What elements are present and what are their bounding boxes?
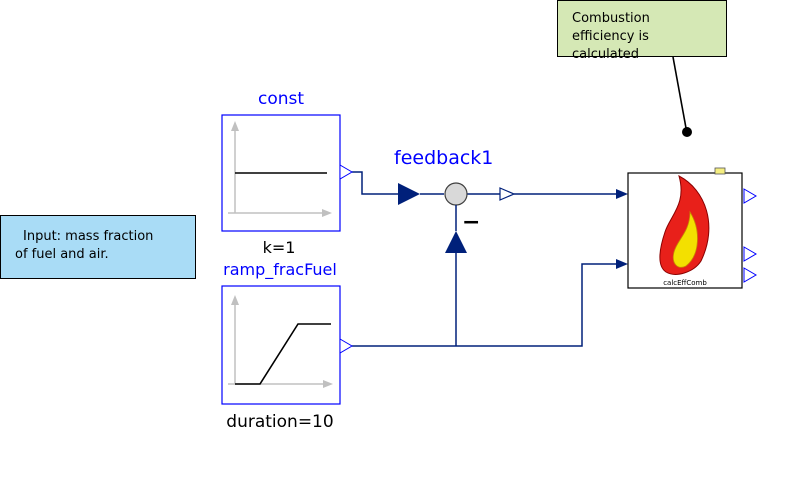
annotation-pointer-dot	[682, 127, 692, 137]
feedback-block[interactable]: feedback1 −	[394, 147, 516, 253]
ramp-parameter-label: duration=10	[226, 412, 333, 432]
feedback-name-label: feedback1	[394, 147, 493, 169]
feedback-input-u1-port[interactable]	[398, 183, 420, 205]
const-name-label: const	[258, 89, 304, 109]
combustion-efficiency-note: Combustion efficiency is calculated	[557, 0, 727, 62]
comb-output-port-3[interactable]	[743, 267, 757, 283]
connection-ramp-to-comb[interactable]	[352, 263, 616, 347]
const-output-port[interactable]	[339, 164, 353, 180]
comb-input-port-2[interactable]	[616, 259, 628, 269]
flame-icon	[659, 175, 710, 275]
note-left-line-2: of fuel and air.	[15, 247, 109, 262]
note-top-line-2: calculated	[572, 47, 640, 62]
feedback-minus-sign: −	[462, 210, 480, 235]
comb-output-port-1[interactable]	[743, 188, 757, 204]
comb-output-port-2[interactable]	[743, 246, 757, 262]
connections	[352, 171, 616, 347]
const-parameter-label: k=1	[263, 238, 296, 257]
comb-input-port-1[interactable]	[616, 189, 628, 199]
annotation-pointer-line	[672, 56, 687, 129]
ramp-block-frame	[221, 285, 341, 405]
const-block[interactable]: const k=1	[221, 89, 353, 257]
comb-block[interactable]: calcEffComb	[627, 167, 757, 289]
note-top-line-1: Combustion efficiency is	[572, 11, 650, 44]
ramp-name-label: ramp_fracFuel	[223, 260, 337, 280]
comb-name-label: calcEffComb	[663, 279, 707, 287]
feedback-input-u2-port[interactable]	[445, 231, 467, 253]
ramp-icon-axes	[228, 295, 333, 388]
comb-bus-connector[interactable]	[714, 167, 726, 175]
feedback-output-port[interactable]	[499, 187, 516, 201]
input-mass-fraction-note: Input: mass fraction of fuel and air.	[0, 215, 196, 279]
const-icon-axes	[228, 121, 332, 217]
ramp-block[interactable]: ramp_fracFuel duration=10	[221, 260, 353, 432]
feedback-summing-junction	[444, 182, 468, 206]
ramp-output-port[interactable]	[339, 338, 353, 354]
ramp-signal-line	[235, 323, 331, 385]
note-left-line-1: Input: mass fraction	[23, 229, 154, 244]
connection-const-to-feedback[interactable]	[352, 171, 398, 195]
